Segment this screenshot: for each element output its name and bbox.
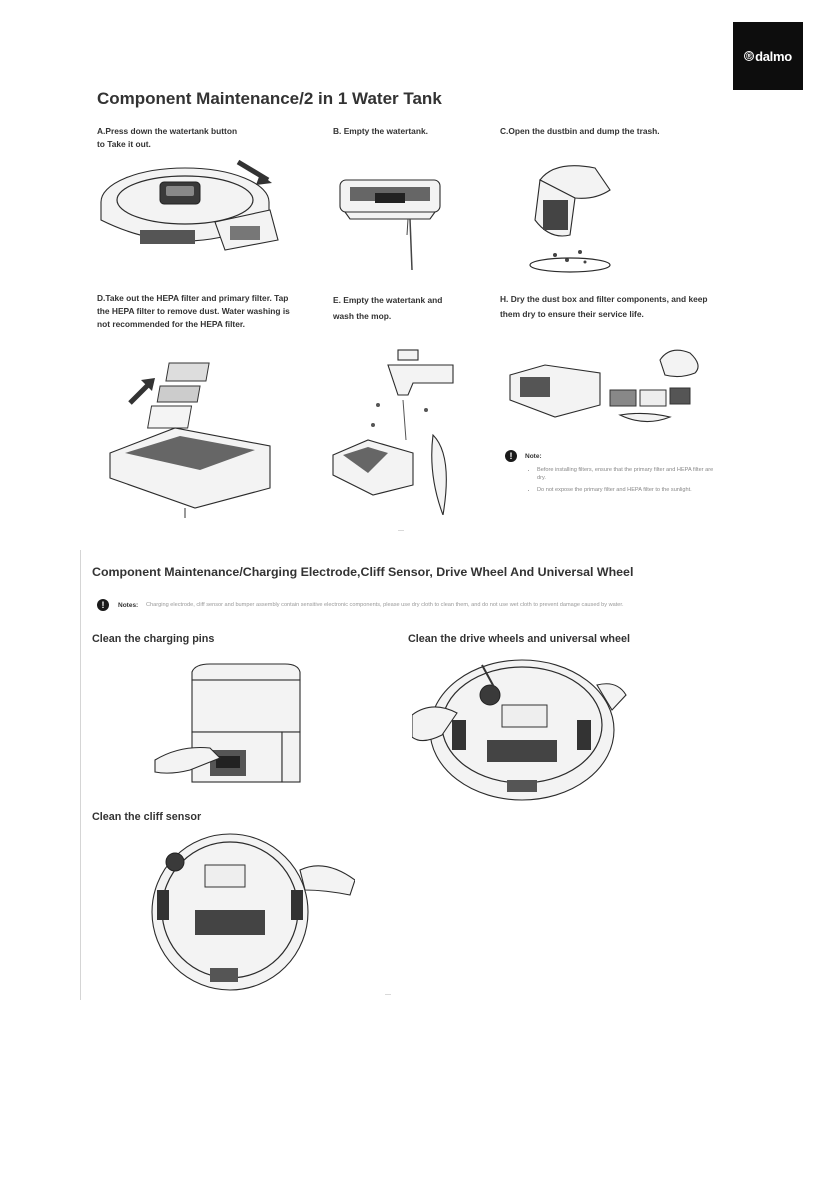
dustbin-dump-illustration [525,160,625,280]
note-label: Note: [525,453,542,460]
hepa-filter-illustration [105,358,275,518]
step-h-text: H. Dry the dust box and filter component… [500,294,708,319]
note-bullet: Do not expose the primary filter and HEP… [537,486,715,494]
brand-logo-text: dalmo [755,48,792,64]
step-e-text: E. Empty the watertank and wash the mop. [333,295,443,321]
step-d-text: D.Take out the HEPA filter and primary f… [97,293,290,329]
subheading-drive-wheels: Clean the drive wheels and universal whe… [408,633,631,645]
notes-label: Notes: [118,602,139,609]
section2-border [80,550,725,1000]
drive-wheel-illustration [412,655,627,805]
section1-title: Component Maintenance/2 in 1 Water Tank [97,89,442,108]
subheading-cliff-sensor: Clean the cliff sensor [92,811,202,823]
note-bullets: Before installing filters, ensure that t… [525,466,715,498]
section2-title: Component Maintenance/Charging Electrode… [92,565,634,579]
step-a-text: A.Press down the watertank button to Tak… [97,126,238,149]
step-b-text: B. Empty the watertank. [333,126,428,136]
registered-mark: ® [744,51,755,61]
page-mark: — [398,528,404,534]
step-c-text: C.Open the dustbin and dump the trash. [500,126,660,136]
page-mark: — [385,992,391,998]
charging-station-illustration [150,660,310,790]
robot-watertank-illustration [100,152,290,262]
wash-mop-illustration [328,345,468,515]
brand-logo: ®dalmo [733,22,803,90]
notes-text: Charging electrode, cliff sensor and bum… [146,602,624,608]
watertank-empty-illustration [335,175,445,275]
subheading-charging-pins: Clean the charging pins [92,633,215,645]
cliff-sensor-illustration [145,830,355,995]
exclamation-icon: ! [97,599,109,611]
exclamation-icon: ! [505,450,517,462]
dry-components-illustration [505,345,715,435]
note-bullet: Before installing filters, ensure that t… [537,466,715,482]
